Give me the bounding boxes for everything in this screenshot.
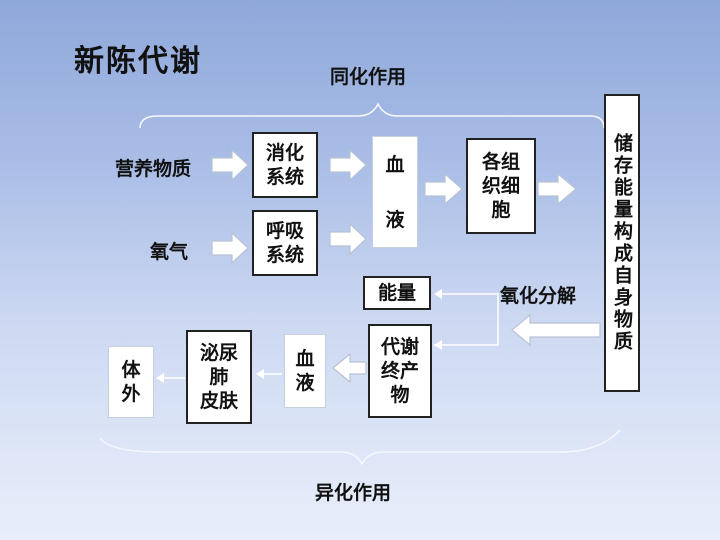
input-nutrients: 营养物质 [115,158,192,180]
catabolism-label: 异化作用 [315,482,392,504]
arrow-blood-cells [424,172,463,206]
arrow-nutrients-digestive [211,148,249,182]
arrow-storage-oxidation [511,313,601,347]
digestive-system-box: 消化 系统 [252,132,318,198]
metabolic-waste-box: 代谢 终产 物 [368,324,432,418]
anabolism-brace [139,102,605,129]
arrowhead-outside [156,373,164,383]
arrow-respiratory-blood [329,222,367,256]
arrow-digestive-blood [329,148,367,182]
blood-box-top: 血 液 [372,136,418,248]
blood-top-char-1: 血 [385,153,405,176]
input-oxygen: 氧气 [150,241,189,263]
arrowhead-excretion [256,369,264,379]
blood-top-char-2: 液 [385,208,405,231]
arrowhead-energy [434,289,442,299]
line-to-energy [440,293,499,296]
arrowhead-waste [434,340,442,350]
excretion-organs-box: 泌尿 肺 皮肤 [186,330,252,424]
blood-box-bottom: 血 液 [284,334,326,408]
tissue-cells-box: 各组 织细 胞 [466,138,536,234]
respiratory-system-box: 呼吸 系统 [252,210,318,276]
oxidation-label: 氧化分解 [500,285,577,307]
storage-text: 储存能量构成自身物质 [611,133,633,353]
outside-body-box: 体 外 [108,346,154,418]
page-title: 新陈代谢 [74,44,202,79]
anabolism-label: 同化作用 [330,66,407,88]
arrow-waste-blood [332,352,367,384]
storage-box: 储存能量构成自身物质 [604,94,640,392]
arrow-oxygen-respiratory [211,231,249,265]
arrow-cells-storage [537,172,577,206]
energy-box: 能量 [363,276,431,310]
catabolism-brace [99,429,621,466]
line-oxidation-split [434,296,499,346]
